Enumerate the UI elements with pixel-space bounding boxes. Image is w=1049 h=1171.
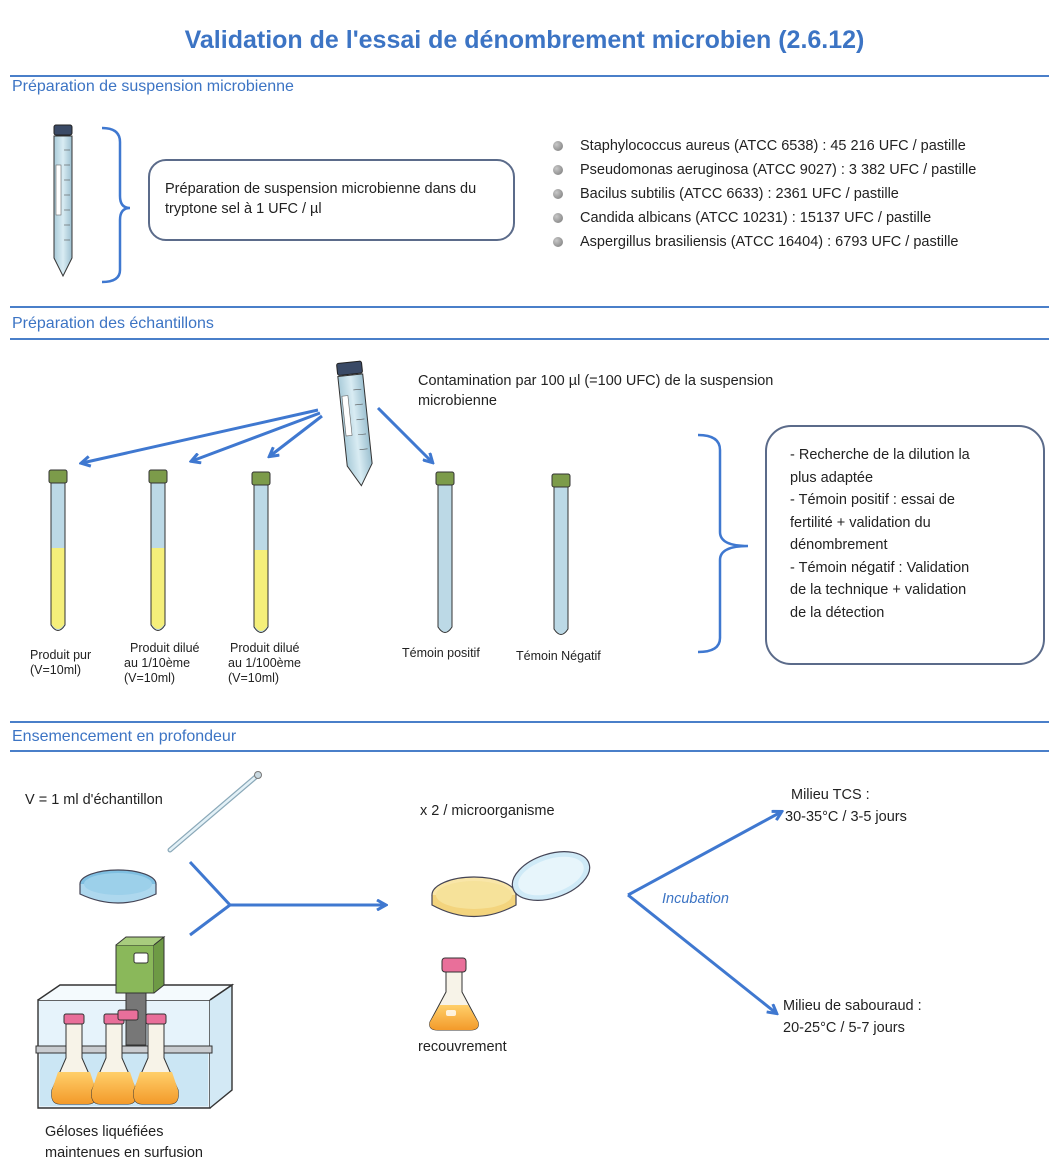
strain-item: Candida albicans (ATCC 10231) : 15137 UF… <box>553 206 976 230</box>
arrow-to-sabouraud <box>627 893 776 1013</box>
section-divider <box>10 750 1049 752</box>
test-tube-negative-icon <box>551 473 571 635</box>
falcon-tube-icon <box>53 124 73 278</box>
section-divider <box>10 721 1049 723</box>
petri-dish-icon <box>79 869 157 904</box>
falcon-tube-icon <box>336 360 373 487</box>
strain-list: Staphylococcus aureus (ATCC 6538) : 45 2… <box>553 134 976 254</box>
bullet-icon <box>553 141 563 151</box>
sample-volume-text: V = 1 ml d'échantillon <box>25 792 163 808</box>
section-title-samples: Préparation des échantillons <box>12 315 214 332</box>
tcs-medium-label: Milieu TCS :30-35°C / 3-5 jours <box>785 787 907 825</box>
strain-item: Staphylococcus aureus (ATCC 6538) : 45 2… <box>553 134 976 158</box>
contamination-text: Contamination par 100 µl (=100 UFC) de l… <box>418 373 774 409</box>
water-bath-icon <box>35 935 235 1109</box>
suspension-prep-text: Préparation de suspension microbienne da… <box>165 181 477 217</box>
section-title-suspension: Préparation de suspension microbienne <box>12 78 294 95</box>
recovery-label: recouvrement <box>418 1039 507 1055</box>
incubation-label: Incubation <box>662 891 729 907</box>
bullet-icon <box>553 165 563 175</box>
sabouraud-medium-label: Milieu de sabouraud :20-25°C / 5-7 jours <box>783 998 922 1036</box>
section-divider <box>10 306 1049 308</box>
agar-plate-icon <box>431 851 591 918</box>
section-divider <box>10 75 1049 77</box>
page-title: Validation de l'essai de dénombrement mi… <box>184 26 865 54</box>
tube-label-negative: Témoin Négatif <box>516 649 601 663</box>
test-tube-pure-icon <box>48 469 68 631</box>
bullet-icon <box>553 237 563 247</box>
controls-text: - Recherche de la dilution la plus adapt… <box>790 447 970 621</box>
tube-label-pure: Produit pur(V=10ml) <box>30 648 92 677</box>
brace-icon <box>101 126 131 284</box>
erlenmeyer-flask-icon <box>429 957 479 1031</box>
per-organism-text: x 2 / microorganisme <box>420 803 555 819</box>
test-tube-positive-icon <box>435 471 455 633</box>
suspension-prep-box: Préparation de suspension microbienne da… <box>148 159 515 241</box>
tube-label-positive: Témoin positif <box>402 646 480 660</box>
strain-item: Pseudomonas aeruginosa (ATCC 9027) : 3 3… <box>553 158 976 182</box>
bullet-icon <box>553 189 563 199</box>
strain-item: Bacilus subtilis (ATCC 6633) : 2361 UFC … <box>553 182 976 206</box>
test-tube-dil100-icon <box>251 471 271 633</box>
pipette-icon <box>167 771 262 853</box>
controls-box: - Recherche de la dilution la plus adapt… <box>765 425 1045 665</box>
merge-arrow <box>188 860 233 937</box>
strain-item: Aspergillus brasiliensis (ATCC 16404) : … <box>553 230 976 254</box>
arrow-to-dil10-tube <box>192 411 321 461</box>
section-title-seeding: Ensemencement en profondeur <box>12 728 237 745</box>
arrow-to-tcs <box>627 812 781 897</box>
test-tube-dil10-icon <box>148 469 168 631</box>
arrow-to-dil100-tube <box>270 414 323 456</box>
section-divider <box>10 338 1049 340</box>
arrow-to-pure-tube <box>82 408 319 463</box>
brace-icon <box>697 433 749 654</box>
bullet-icon <box>553 213 563 223</box>
arrow-to-positive-tube <box>376 406 432 462</box>
